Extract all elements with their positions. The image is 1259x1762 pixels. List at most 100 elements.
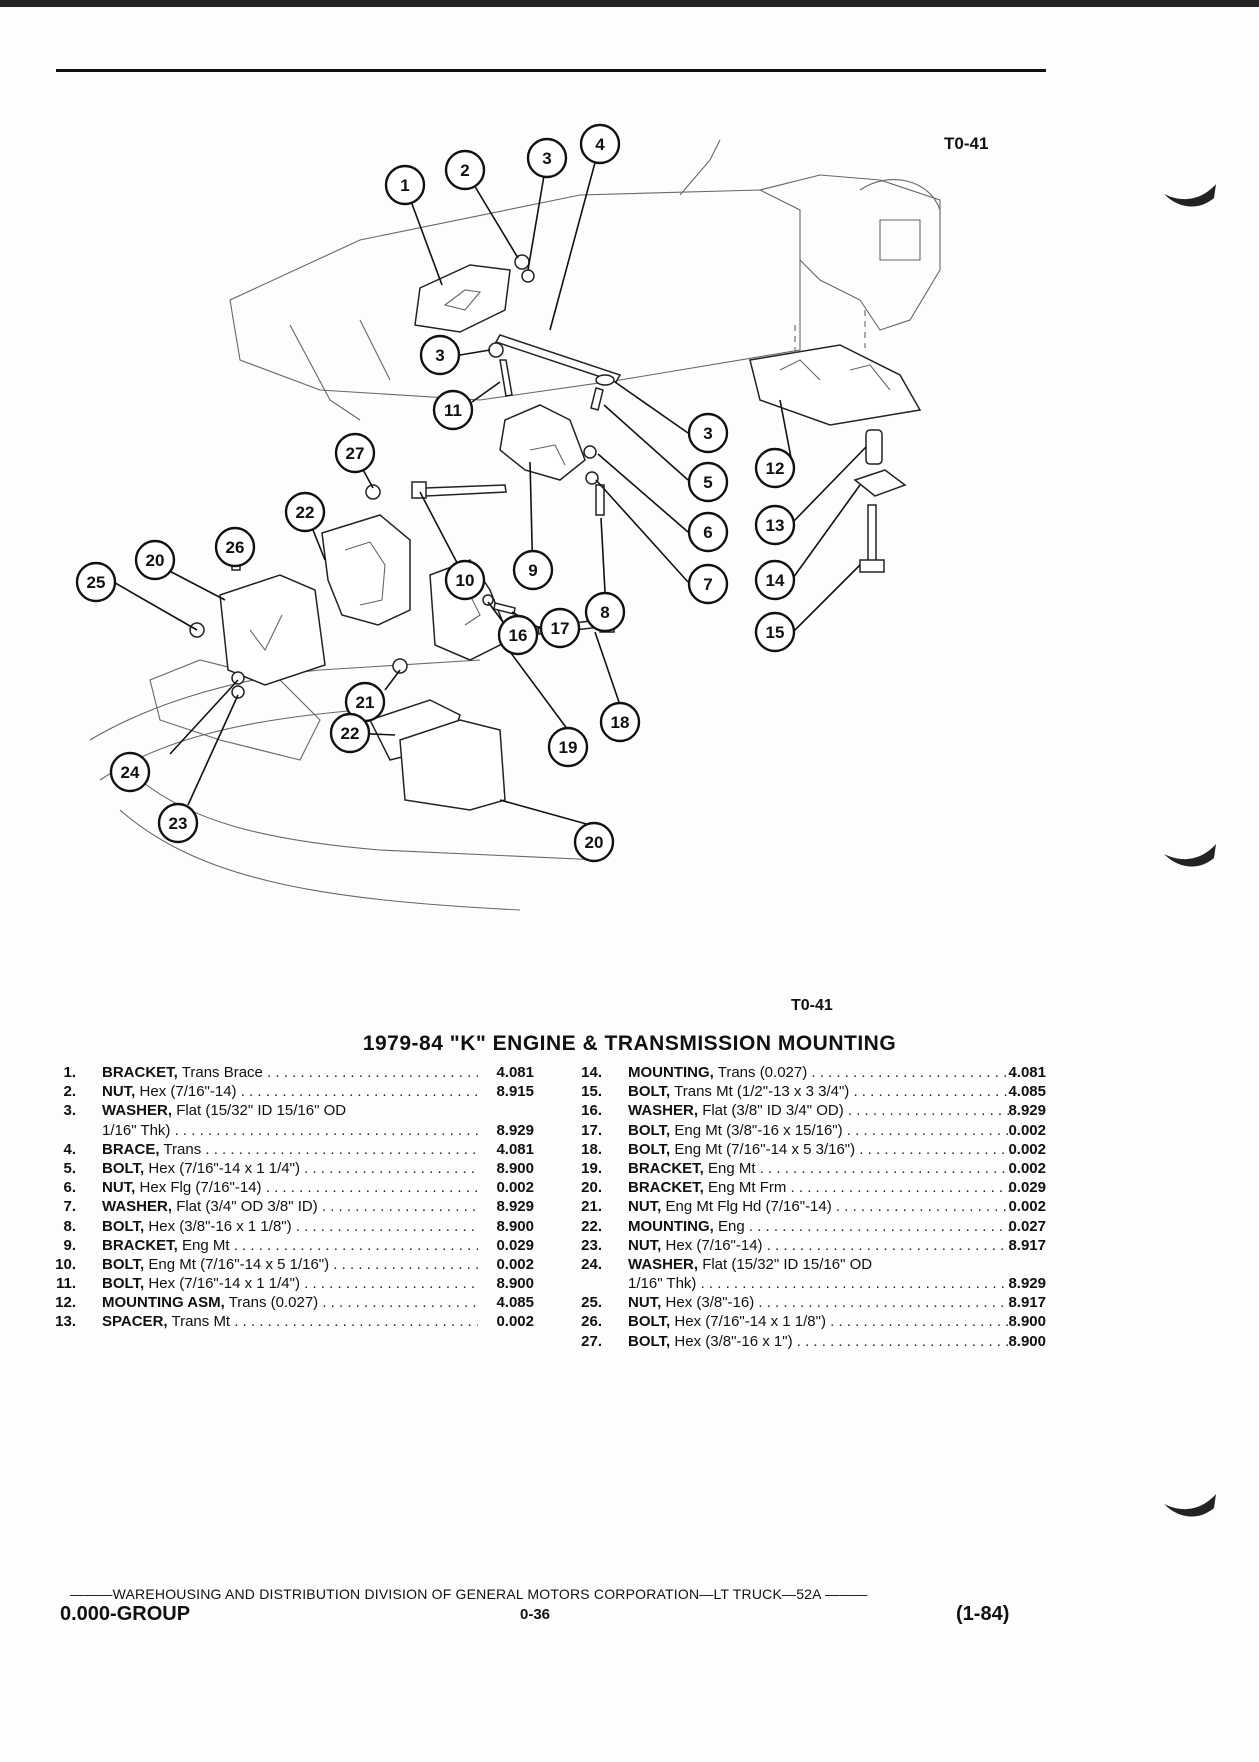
group-code: 0.002 [496,1313,534,1331]
part-name: BOLT, [628,1083,671,1101]
callout-15: 15 [754,611,796,653]
spacer-part [865,429,883,465]
svg-text:8: 8 [600,603,609,622]
svg-text:18: 18 [611,713,630,732]
part-description: BOLT, Hex (7/16"-14 x 1 1/4") . . . . . … [102,1274,478,1293]
callout-24: 24 [109,751,151,793]
part-name: MOUNTING, [628,1217,714,1235]
part-description: NUT, Hex (3/8"-16) . . . . . . . . . . .… [628,1293,1014,1312]
svg-text:3: 3 [435,346,444,365]
part-row: 21.NUT, Eng Mt Flg Hd (7/16"-14) . . . .… [570,1197,1046,1216]
part-name: BOLT, [628,1332,671,1350]
part-number: 18. [581,1140,602,1158]
leader-dots: . . . . . . . . . . . . . . . . . . . . … [265,1179,478,1197]
part-description: WASHER, Flat (15/32" ID 15/16" OD [628,1255,1014,1274]
svg-text:11: 11 [444,401,462,420]
part-row: 3.WASHER, Flat (15/32" ID 15/16" OD [44,1101,534,1120]
leader-dots: . . . . . . . . . . . . . . . . . . . . … [790,1179,1014,1197]
part-description: SPACER, Trans Mt . . . . . . . . . . . .… [102,1312,478,1331]
part-spec: Eng Mt (7/16"-14 x 5 1/16") [148,1255,330,1273]
group-code: 8.929 [496,1198,534,1216]
group-code: 0.002 [496,1255,534,1273]
part-description: NUT, Hex Flg (7/16"-14) . . . . . . . . … [102,1178,478,1197]
flange-nut-part [583,445,597,459]
part-number: 26. [581,1313,602,1331]
part-row: 17.BOLT, Eng Mt (3/8"-16 x 15/16") . . .… [570,1121,1046,1140]
group-code: 8.915 [496,1083,534,1101]
part-row: 8.BOLT, Hex (3/8"-16 x 1 1/8") . . . . .… [44,1217,534,1236]
callout-18: 18 [599,701,641,743]
leader-dots: . . . . . . . . . . . . . . . . . . . . … [766,1236,1014,1254]
group-code: 0.002 [1008,1159,1046,1177]
part-row: 13.SPACER, Trans Mt . . . . . . . . . . … [44,1312,534,1331]
callout-19: 19 [547,726,589,768]
footer-group: 0.000-GROUP [60,1603,191,1625]
engine-lower-outline [289,139,721,421]
washer-part [482,594,494,606]
part-number: 16. [581,1102,602,1120]
part-row: 24. WASHER, Flat (15/32" ID 15/16" OD [570,1255,1046,1274]
part-row: 12.MOUNTING ASM, Trans (0.027) . . . . .… [44,1293,534,1312]
group-code: 8.900 [1008,1313,1046,1331]
part-spec: 1/16" Thk) [102,1121,171,1139]
part-spec: Eng Mt (7/16"-14 x 5 3/16") [674,1140,856,1158]
part-description: MOUNTING, Eng . . . . . . . . . . . . . … [628,1217,1014,1236]
callout-26: 26 [214,526,256,568]
group-code: 8.929 [496,1121,534,1139]
group-code: 4.081 [496,1064,534,1081]
trans-mount-detail [779,359,891,391]
callout-9: 9 [512,549,554,591]
callout-25: 25 [75,561,117,603]
part-row: 16.WASHER, Flat (3/8" ID 3/4" OD) . . . … [570,1101,1046,1120]
part-name: BOLT, [102,1159,145,1177]
callout-6: 6 [687,511,729,553]
part-description: BOLT, Hex (7/16"-14 x 1 1/8") . . . . . … [628,1312,1014,1331]
eng-mount-long-bolt [424,484,507,497]
part-spec: Hex (7/16"-14 x 1 1/4") [148,1275,300,1293]
part-name: BRACKET, [628,1159,704,1177]
part-spec: Flat (15/32" ID 15/16" OD [702,1255,873,1273]
part-number: 24. [581,1255,602,1273]
svg-text:20: 20 [146,551,165,570]
part-spec: Eng Mt Frm [708,1179,787,1197]
part-spec: Eng Mt (3/8"-16 x 15/16") [674,1121,843,1139]
part-name: NUT, [102,1083,136,1101]
leader-dots: . . . . . . . . . . . . . . . . . . . . … [853,1083,1014,1101]
callout-22b: 22 [329,712,371,754]
eng-mount-left-detail [344,541,386,606]
trans-brace-bracket [414,264,511,333]
part-number: 5. [63,1159,76,1177]
part-spec: Hex Flg (7/16"-14) [139,1179,262,1197]
leader-dots: . . . . . . . . . . . . . . . . . . . . … [796,1332,1014,1350]
leader-dots: . . . . . . . . . . . . . . . . . . . . … [304,1275,478,1293]
part-spec: Trans (0.027) [717,1064,808,1081]
svg-text:23: 23 [169,814,188,833]
frame-crossmember [149,659,321,761]
part-row: 18.BOLT, Eng Mt (7/16"-14 x 5 3/16") . .… [570,1140,1046,1159]
callout-20: 20 [134,539,176,581]
leader-dots: . . . . . . . . . . . . . . . . . . . . … [830,1313,1014,1331]
part-row: 19.BRACKET, Eng Mt . . . . . . . . . . .… [570,1159,1046,1178]
figure-code-top: T0-41 [944,134,989,153]
callout-3c: 3 [687,412,729,454]
part-number: 4. [63,1140,76,1158]
leader-dots: . . . . . . . . . . . . . . . . . . . . … [321,1198,478,1216]
callout-10: 10 [444,559,486,601]
part-name: BRACKET, [102,1236,178,1254]
group-code: 8.929 [1008,1275,1046,1293]
leader-dots: . . . . . . . . . . . . . . . . . . . . … [758,1294,1014,1312]
callout-14: 14 [754,559,796,601]
part-number: 25. [581,1294,602,1312]
callout-22: 22 [284,491,326,533]
part-row: 25. NUT, Hex (3/8"-16) . . . . . . . . . … [570,1293,1046,1312]
part-number: 12. [55,1294,76,1312]
transmission-outline [759,174,941,331]
part-number: 20. [581,1179,602,1197]
eng-mount-frame-bracket-lower [399,719,506,811]
svg-text:21: 21 [356,693,375,712]
part-name: BRACKET, [628,1179,704,1197]
part-number: 19. [581,1159,602,1177]
svg-text:13: 13 [766,516,785,535]
part-row: 20. BRACKET, Eng Mt Frm . . . . . . . . .… [570,1178,1046,1197]
svg-text:22: 22 [341,724,360,743]
